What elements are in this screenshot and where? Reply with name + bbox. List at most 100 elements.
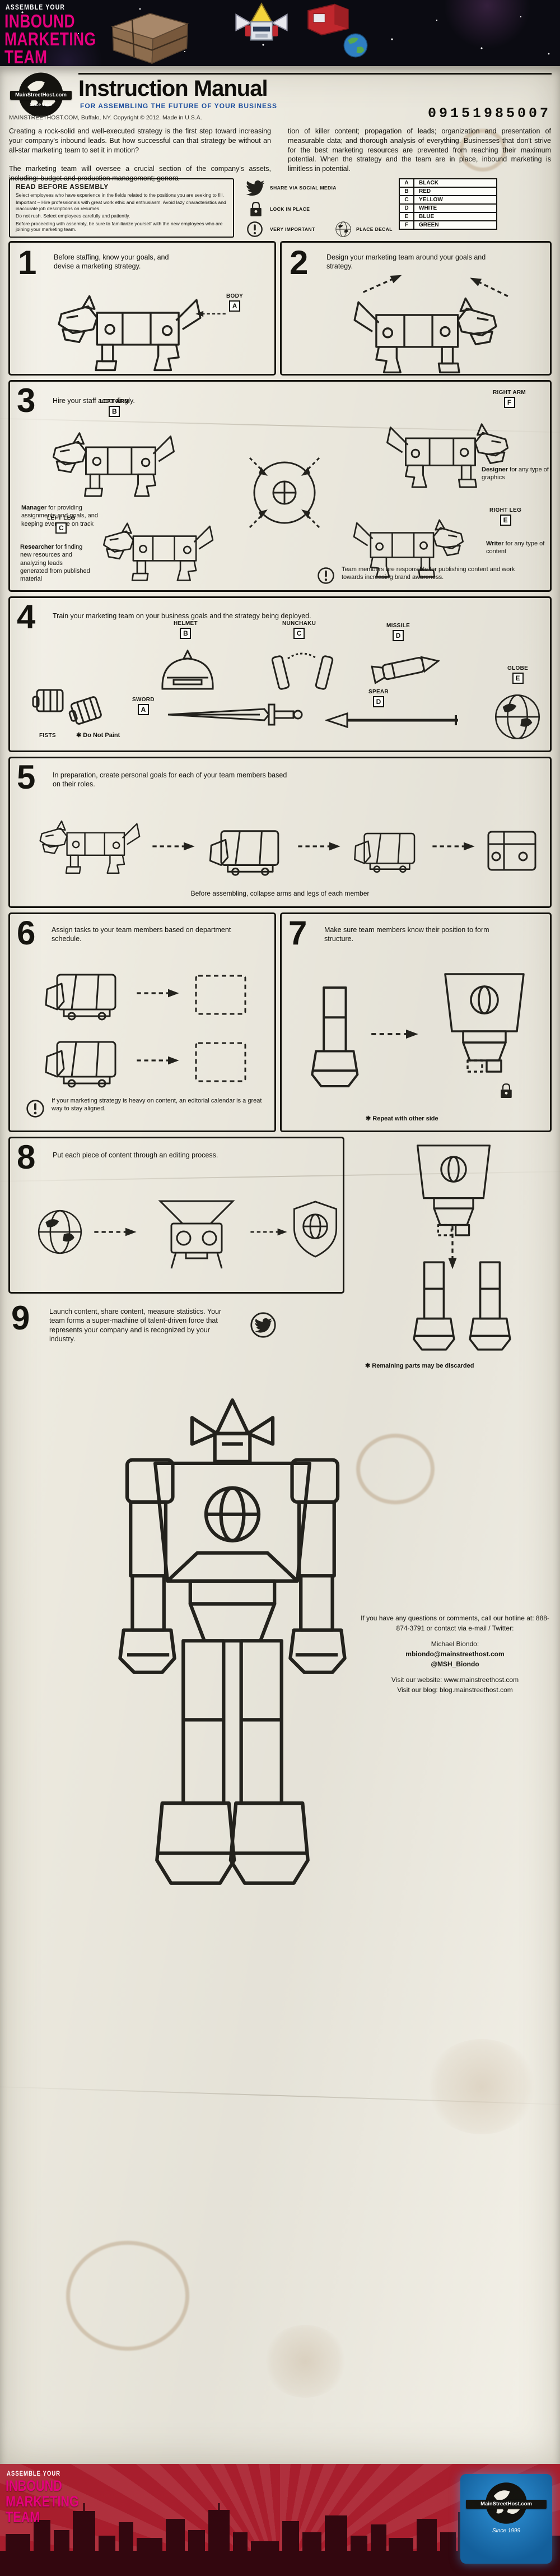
intro-column-1: Creating a rock-solid and well-executed … (9, 127, 271, 182)
decal-label: PLACE DECAL (356, 226, 393, 232)
role-designer: Designer for any type of graphics (482, 466, 549, 481)
dashed-arrow-icon (136, 1055, 180, 1065)
coffee-stain (459, 129, 506, 172)
header-kicker: ASSEMBLE YOUR (6, 3, 66, 11)
nunchaku-illustration (271, 652, 334, 691)
lion-robot-illustration (58, 295, 202, 372)
dashed-arrow-icon (136, 988, 180, 998)
contact-website-link[interactable]: Visit our website: www.mainstreethost.co… (391, 1676, 519, 1684)
decal-icon (335, 221, 351, 237)
content-globe-illustration (38, 1210, 82, 1254)
mainstreethost-logo: MainStreetHost.com Since 1999 (10, 71, 72, 120)
read-before-title: READ BEFORE ASSEMBLY (16, 183, 109, 191)
manual-title: Instruction Manual (78, 76, 268, 101)
missile-illustration (371, 652, 441, 684)
editing-press-illustration (159, 1200, 234, 1270)
step-8-box: 8 Put each piece of content through an e… (8, 1137, 344, 1294)
step-7-number: 7 (288, 914, 307, 952)
header-title-line-3: TEAM (4, 47, 48, 67)
contact-blog-link[interactable]: Visit our blog: blog.mainstreethost.com (397, 1686, 513, 1694)
dashed-arrow-icon (431, 841, 476, 851)
step-1-text: Before staffing, know your goals, and de… (54, 253, 169, 271)
earth-illustration (343, 33, 368, 58)
color-code: A (400, 179, 414, 187)
logo-since: Since 1999 (492, 2528, 521, 2534)
coffee-stain (426, 2039, 538, 2134)
contact-name: Michael Biondo: (431, 1640, 479, 1648)
role-writer: Writer for any type of content (486, 540, 545, 555)
leg-piece-illustration (413, 1261, 455, 1351)
lion-folded-illustration (45, 974, 116, 1021)
footer-banner: ASSEMBLE YOUR INBOUND MARKETING TEAM Mai… (0, 2464, 560, 2576)
footer-title-line-2: MARKETING (6, 2493, 79, 2510)
footer-kicker: ASSEMBLE YOUR (7, 2470, 61, 2477)
contact-twitter-link[interactable]: @MSH_Biondo (431, 1660, 479, 1668)
lion-folded-illustration (354, 832, 416, 873)
part-label-spear: SPEAR D (368, 689, 389, 707)
step-7-box: 7 Make sure team members know their posi… (280, 912, 552, 1132)
remaining-parts-note: ✱ Remaining parts may be discarded (365, 1363, 474, 1369)
sword-illustration (167, 703, 303, 726)
torso-stack-illustration (416, 1145, 491, 1236)
lion-robot-illustration (39, 820, 141, 874)
read-before-item: Do not rush. Select employees carefully … (16, 213, 130, 219)
masthead-rule (78, 73, 552, 75)
part-label-globe: GLOBE E (507, 665, 528, 684)
lion-left-arm-illustration (52, 432, 175, 497)
dashed-arrow-icon (297, 841, 342, 851)
step-5-number: 5 (17, 758, 36, 796)
assignment-slot-outline (195, 1042, 246, 1082)
fist-illustration (66, 695, 103, 727)
serial-number: 09151985007 (427, 105, 551, 122)
step-4-text: Train your marketing team on your busine… (53, 612, 311, 620)
step-1-box: 1 Before staffing, know your goals, and … (8, 241, 276, 376)
color-name: BLACK (419, 180, 438, 186)
step-1-number: 1 (18, 244, 37, 281)
contact-email-link[interactable]: mbiondo@mainstreethost.com (405, 1650, 505, 1658)
footer-title-line-3: TEAM (6, 2509, 40, 2526)
robot-head-illustration (235, 3, 288, 41)
step-3-number: 3 (17, 382, 36, 419)
step-5-caption: Before assembling, collapse arms and leg… (190, 889, 370, 897)
color-code: E (400, 213, 414, 220)
fist-illustration (32, 689, 64, 712)
read-before-item: Select employees who have experience in … (16, 192, 224, 198)
team-convergence-diagram (249, 457, 320, 529)
lion-folding-illustration (209, 830, 279, 876)
spear-illustration (325, 709, 461, 731)
color-name: RED (419, 188, 431, 194)
header-title-line-1: INBOUND (4, 11, 75, 31)
part-label-right-arm: RIGHT ARM F (493, 390, 526, 408)
step-2-text: Design your marketing team around your g… (326, 253, 486, 271)
leg-piece-illustration (469, 1261, 511, 1351)
intro-column-2: tion of killer content; propagation of l… (288, 127, 551, 173)
part-label-fists: FISTS (39, 733, 56, 739)
step-8-text: Put each piece of content through an edi… (53, 1151, 218, 1159)
lion-robot-illustration (353, 297, 497, 374)
important-icon (26, 1100, 44, 1118)
helmet-illustration (161, 650, 214, 690)
lock-label: LOCK IN PLACE (270, 206, 310, 212)
role-researcher: Researcher for finding new resources and… (20, 544, 90, 583)
pointer-arrow-icon (195, 310, 226, 318)
leg-piece-illustration (311, 984, 360, 1090)
lock-icon (250, 202, 262, 217)
important-icon (318, 567, 334, 584)
read-before-item: Before proceeding with assembly, be sure… (16, 220, 223, 233)
footer-logo-panel: MainStreetHost.com Since 1999 (460, 2474, 552, 2564)
color-code: C (400, 196, 414, 203)
step-9-number: 9 (11, 1299, 30, 1337)
collapsed-block-illustration (487, 831, 536, 871)
important-label: VERY IMPORTANT (270, 226, 315, 232)
footer-title-line-1: INBOUND (6, 2477, 62, 2494)
lion-folded-illustration (45, 1041, 116, 1088)
logo-banner: MainStreetHost.com (466, 2500, 547, 2509)
part-label-missile: MISSILE D (386, 623, 410, 641)
step-6-box: 6 Assign tasks to your team members base… (8, 912, 276, 1132)
step-2-box: 2 Design your marketing team around your… (280, 241, 552, 376)
step-7-note: ✱ Repeat with other side (366, 1115, 438, 1122)
